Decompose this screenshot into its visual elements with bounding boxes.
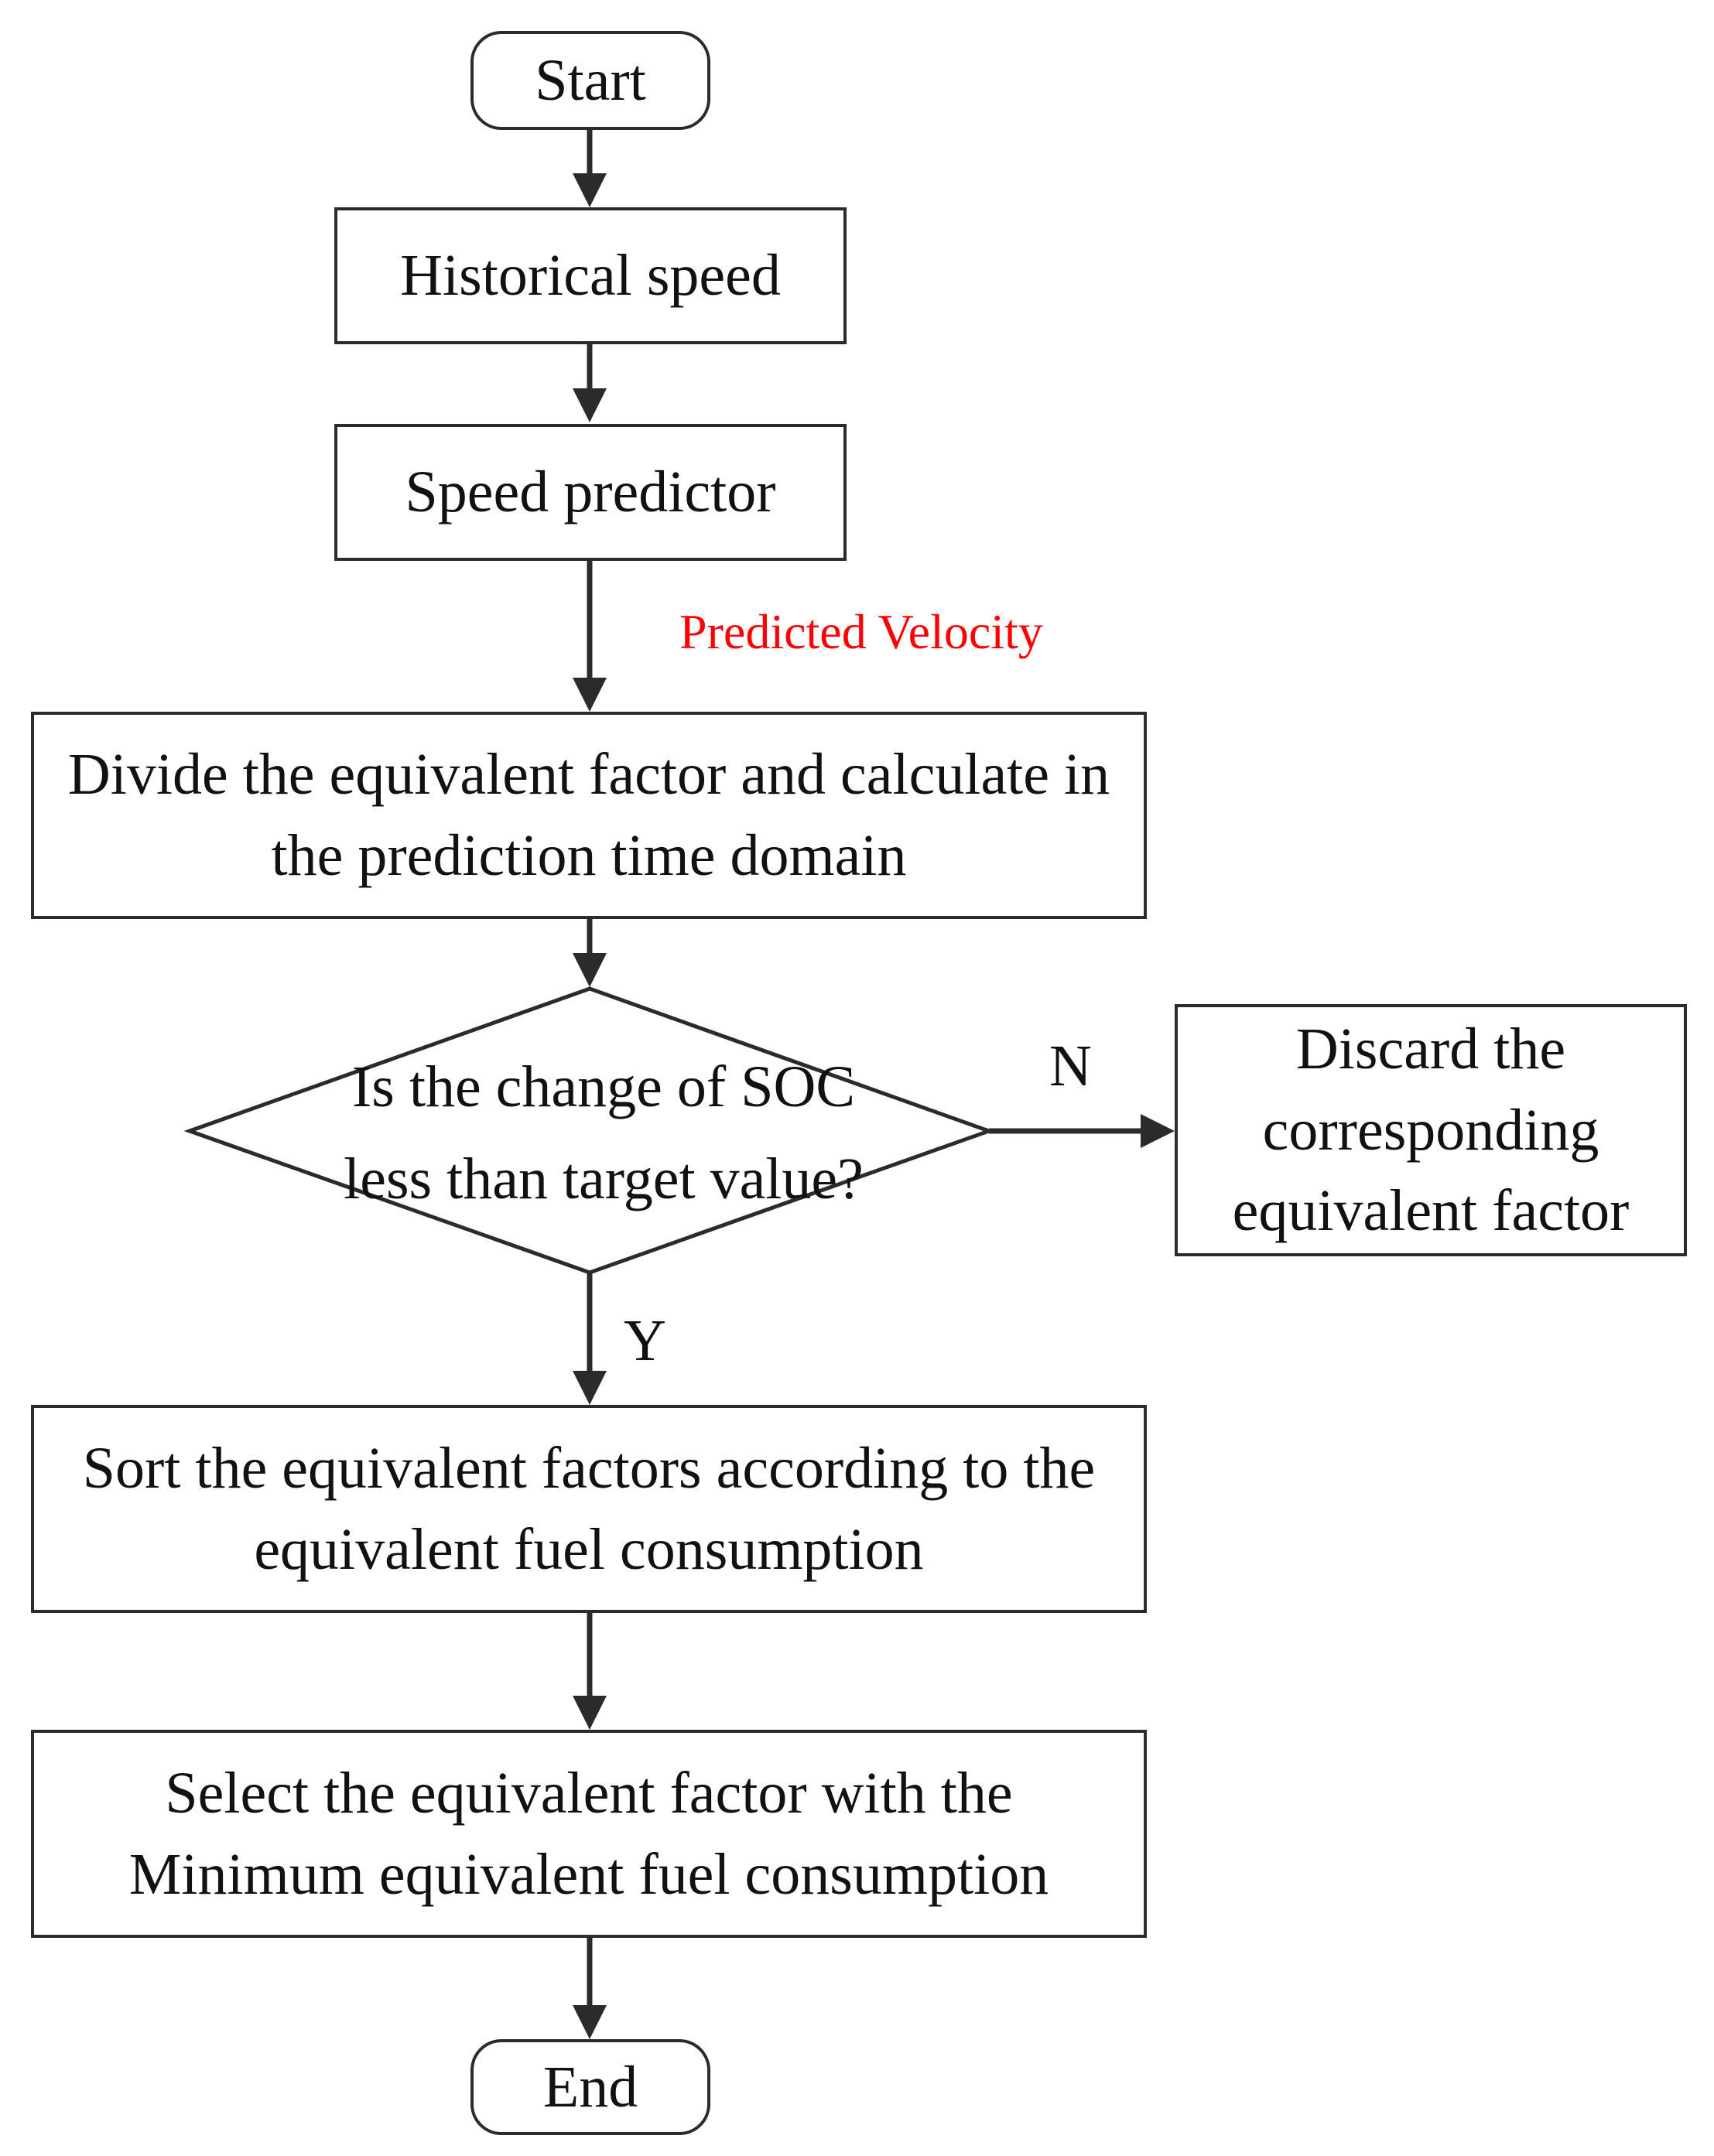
end-label: End [542,2054,638,2120]
divide-factor-box: Divide the equivalent factor and calcula… [31,712,1147,919]
arrowhead [573,173,607,207]
decision-diamond [183,986,995,1275]
start-terminal: Start [470,31,710,130]
arrowhead [573,388,607,422]
discard-factor-label: Discard the corresponding equivalent fac… [1232,1016,1630,1244]
branch-no-label: N [1049,1034,1092,1099]
select-factor-box: Select the equivalent factor with the Mi… [31,1730,1147,1938]
discard-factor-box: Discard the corresponding equivalent fac… [1175,1004,1687,1256]
divide-factor-label: Divide the equivalent factor and calcula… [67,742,1110,888]
arrowhead [573,1696,607,1730]
arrowhead [573,1371,607,1405]
historical-speed-label: Historical speed [400,243,781,309]
arrowhead [1141,1114,1175,1148]
arrowhead [573,2005,607,2039]
predicted-velocity-annotation: Predicted Velocity [679,604,1043,659]
select-factor-label: Select the equivalent factor with the Mi… [128,1760,1049,1907]
arrowhead [573,678,607,712]
historical-speed-box: Historical speed [334,207,847,344]
arrowhead [573,953,607,987]
branch-yes-label: Y [624,1308,666,1373]
decision-label: Is the change of SOC less than target va… [344,1054,864,1211]
sort-factors-label: Sort the equivalent factors according to… [82,1435,1096,1582]
end-terminal: End [470,2039,710,2135]
start-label: Start [535,47,646,113]
speed-predictor-label: Speed predictor [405,460,776,525]
speed-predictor-box: Speed predictor [334,424,847,561]
sort-factors-box: Sort the equivalent factors according to… [31,1405,1147,1613]
